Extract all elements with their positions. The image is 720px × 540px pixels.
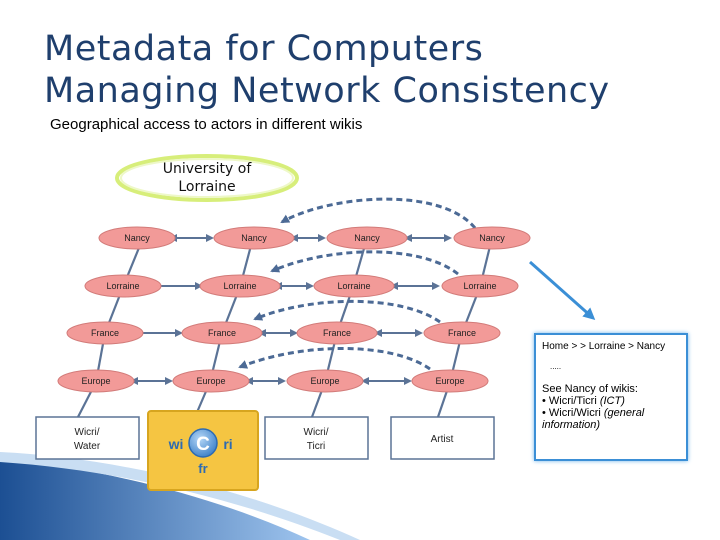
slide-title: Metadata for Computers Managing Network …	[44, 28, 610, 112]
node-lorraine-3: Lorraine	[313, 274, 395, 298]
wiki-link-wicri[interactable]: • Wicri/Wicri (general information)	[542, 407, 645, 431]
svg-text:Nancy: Nancy	[479, 233, 505, 243]
university-of-lorraine-label: University of Lorraine	[115, 154, 299, 202]
node-europe-3: Europe	[286, 369, 364, 393]
wiki-link-ticri[interactable]: • Wicri/Ticri (ICT)	[542, 395, 625, 407]
node-france-2: France	[181, 321, 263, 345]
svg-text:Wicri/: Wicri/	[75, 427, 100, 438]
svg-text:ri: ri	[223, 436, 232, 452]
svg-text:fr: fr	[198, 461, 207, 476]
see-also-label: See Nancy of wikis:	[542, 383, 638, 395]
corner-swoosh	[0, 458, 310, 540]
svg-text:Nancy: Nancy	[124, 233, 150, 243]
level-nodes: Nancy Nancy Nancy Nancy Lorraine Lorrain…	[57, 226, 531, 393]
corner-swoosh-light	[0, 452, 360, 540]
svg-text:Lorraine: Lorraine	[337, 281, 370, 291]
svg-text:France: France	[448, 328, 476, 338]
wiki-box-water: Wicri/ Water	[35, 416, 140, 460]
node-lorraine-1: Lorraine	[84, 274, 162, 298]
node-nancy-3: Nancy	[326, 226, 408, 250]
svg-text:Water: Water	[74, 441, 101, 452]
node-europe-2: Europe	[172, 369, 250, 393]
svg-text:wi: wi	[168, 436, 184, 452]
node-france-1: France	[66, 321, 144, 345]
node-france-4: France	[423, 321, 501, 345]
wiki-box-ticri: Wicri/ Ticri	[264, 416, 369, 460]
svg-text:France: France	[323, 328, 351, 338]
svg-text:Nancy: Nancy	[241, 233, 267, 243]
node-nancy-4: Nancy	[453, 226, 531, 250]
wiki-box-wicri-fr-logo: C wi ri fr	[147, 410, 259, 491]
svg-text:Wicri/: Wicri/	[304, 427, 329, 438]
ellipsis-dots: .....	[550, 362, 562, 371]
node-nancy-2: Nancy	[213, 226, 295, 250]
svg-text:France: France	[91, 328, 119, 338]
node-nancy-1: Nancy	[98, 226, 176, 250]
dashed-return-arrows	[238, 197, 477, 371]
svg-text:Lorraine: Lorraine	[178, 179, 235, 195]
svg-text:France: France	[208, 328, 236, 338]
svg-text:Europe: Europe	[81, 376, 110, 386]
svg-text:Europe: Europe	[310, 376, 339, 386]
node-lorraine-2: Lorraine	[199, 274, 281, 298]
pointer-arrow	[529, 260, 596, 320]
node-europe-4: Europe	[411, 369, 489, 393]
node-france-3: France	[296, 321, 378, 345]
horizontal-links	[130, 234, 452, 385]
node-europe-1: Europe	[57, 369, 135, 393]
slide-subtitle: Geographical access to actors in differe…	[50, 116, 363, 133]
svg-text:University of: University of	[163, 161, 253, 177]
svg-text:Lorraine: Lorraine	[463, 281, 496, 291]
svg-text:Lorraine: Lorraine	[223, 281, 256, 291]
svg-text:Artist: Artist	[431, 434, 454, 445]
svg-text:C: C	[196, 434, 210, 455]
node-lorraine-4: Lorraine	[441, 274, 519, 298]
slide-title-line1: Metadata for Computers	[44, 29, 484, 69]
svg-text:Lorraine: Lorraine	[106, 281, 139, 291]
svg-text:Nancy: Nancy	[354, 233, 380, 243]
svg-text:Europe: Europe	[196, 376, 225, 386]
breadcrumb: Home > > Lorraine > Nancy	[542, 341, 666, 352]
wiki-box-artist: Artist	[390, 416, 495, 460]
svg-text:Ticri: Ticri	[307, 441, 326, 452]
slide-title-line2: Managing Network Consistency	[44, 71, 610, 111]
wiki-info-box: Home > > Lorraine > Nancy ..... See Nanc…	[534, 333, 688, 461]
svg-text:Europe: Europe	[435, 376, 464, 386]
